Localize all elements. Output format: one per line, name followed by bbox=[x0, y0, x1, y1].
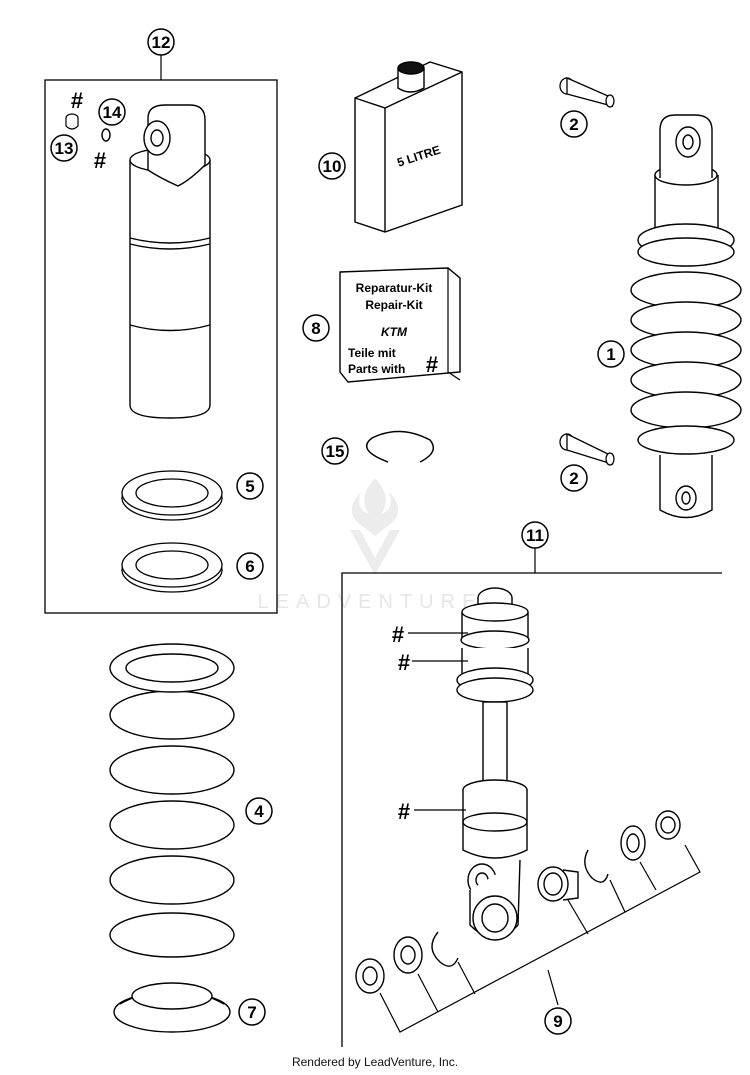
callout-8-circle bbox=[302, 314, 330, 342]
bearing-parts bbox=[355, 810, 681, 994]
bolt-lower-part bbox=[559, 432, 615, 466]
callout-1-circle bbox=[597, 340, 625, 368]
callout-12-circle bbox=[147, 28, 175, 56]
callout-13-circle bbox=[50, 134, 78, 162]
repair-kit-part: Reparatur-Kit Repair-Kit KTM Teile mit P… bbox=[339, 267, 461, 383]
callout-6: 6 bbox=[245, 557, 254, 576]
callout-9-bracket bbox=[379, 844, 701, 1033]
repair-kit-brand: KTM bbox=[381, 325, 408, 339]
callout-9: 9 bbox=[553, 1012, 562, 1031]
hash-mark-13: # bbox=[71, 88, 83, 113]
callout-9-circle bbox=[544, 1007, 572, 1035]
callout-14-circle bbox=[98, 98, 126, 126]
callout-5: 5 bbox=[245, 477, 254, 496]
damper-cartridge-part bbox=[456, 587, 534, 941]
callout-11: 11 bbox=[526, 526, 544, 545]
hash-leaders bbox=[408, 632, 468, 811]
callout-2b-circle bbox=[560, 464, 588, 492]
repair-kit-line3: Teile mit bbox=[348, 346, 396, 360]
hash-mark-upper: # bbox=[392, 622, 404, 647]
shock-absorber-assembly bbox=[630, 114, 742, 519]
spring-retainer-part bbox=[113, 982, 231, 1033]
callout-2a-circle bbox=[560, 110, 588, 138]
callout-13: 13 bbox=[55, 139, 74, 158]
circlip-part bbox=[366, 430, 435, 463]
callout-15: 15 bbox=[326, 442, 345, 461]
callout-8: 8 bbox=[311, 319, 320, 338]
callout-10: 10 bbox=[323, 157, 342, 176]
shock-body-part bbox=[129, 104, 211, 419]
callout-2a: 2 bbox=[569, 115, 578, 134]
bolt-upper-part bbox=[559, 77, 615, 108]
valve-cap-part bbox=[65, 113, 79, 130]
callout-6-circle bbox=[236, 552, 264, 580]
adjusting-ring-5 bbox=[121, 470, 223, 521]
group-box-11 bbox=[341, 572, 722, 1047]
callout-4: 4 bbox=[254, 802, 264, 821]
o-ring-part bbox=[101, 128, 111, 142]
spring-part bbox=[109, 643, 235, 958]
callout-10-circle bbox=[318, 152, 346, 180]
callout-11-circle bbox=[521, 521, 549, 549]
hash-mark-14: # bbox=[94, 148, 106, 173]
callout-15-circle bbox=[321, 437, 349, 465]
callout-1: 1 bbox=[606, 345, 615, 364]
oil-can-part: 5 LITRE bbox=[354, 61, 463, 233]
callout-7-circle bbox=[238, 998, 266, 1026]
hash-mark-middle: # bbox=[398, 650, 410, 675]
watermark: LEADVENTURE bbox=[258, 478, 483, 613]
repair-kit-line2: Repair-Kit bbox=[365, 298, 422, 312]
callout-5-circle bbox=[236, 472, 264, 500]
repair-kit-line4: Parts with bbox=[348, 362, 405, 376]
repair-kit-symbol: # bbox=[426, 352, 438, 377]
repair-kit-line1: Reparatur-Kit bbox=[356, 281, 433, 295]
callout-4-circle bbox=[245, 797, 273, 825]
adjusting-ring-6 bbox=[121, 542, 223, 593]
hash-mark-lower: # bbox=[398, 799, 410, 824]
footer-credit: Rendered by LeadVenture, Inc. bbox=[291, 1055, 459, 1069]
callout-2b: 2 bbox=[569, 469, 578, 488]
callout-7: 7 bbox=[247, 1003, 256, 1022]
callout-14: 14 bbox=[103, 103, 122, 122]
watermark-text: LEADVENTURE bbox=[258, 591, 483, 613]
callout-12: 12 bbox=[152, 33, 171, 52]
